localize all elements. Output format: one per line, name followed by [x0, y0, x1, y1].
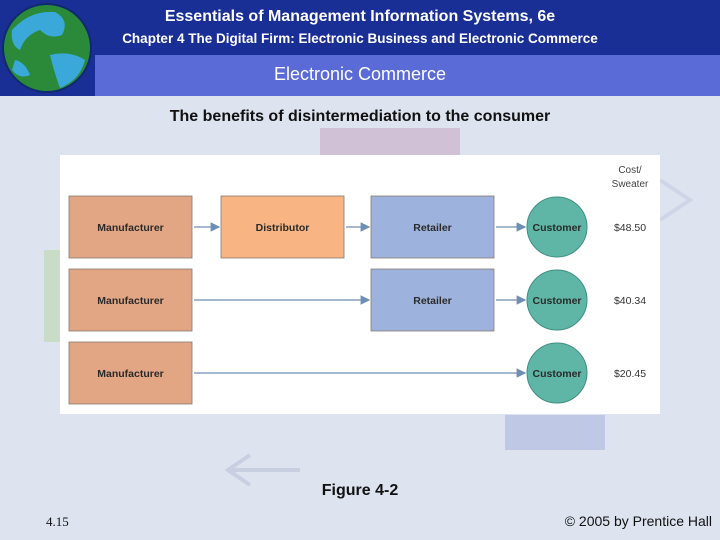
slide-number: 4.15: [46, 514, 69, 530]
cost-header-line2: Sweater: [612, 179, 649, 190]
customer-label: Customer: [532, 222, 581, 234]
manufacturer-label: Manufacturer: [97, 295, 164, 307]
manufacturer-label: Manufacturer: [97, 222, 164, 234]
figure-label: Figure 4-2: [0, 482, 720, 500]
globe-logo: [0, 0, 95, 96]
copyright: © 2005 by Prentice Hall: [565, 513, 712, 529]
customer-label: Customer: [532, 295, 581, 307]
chain-row-3: Manufacturer Customer $20.45: [69, 342, 646, 404]
cost-header-line1: Cost/: [618, 165, 642, 176]
retailer-label: Retailer: [413, 295, 452, 307]
chapter-title: Chapter 4 The Digital Firm: Electronic B…: [95, 31, 625, 46]
section-title: Electronic Commerce: [95, 64, 625, 85]
cost-value: $40.34: [614, 295, 646, 307]
retailer-label: Retailer: [413, 222, 452, 234]
deck-title: Essentials of Management Information Sys…: [95, 8, 625, 26]
manufacturer-label: Manufacturer: [97, 368, 164, 380]
distributor-label: Distributor: [256, 222, 310, 234]
chain-row-2: Manufacturer Retailer Customer $40.34: [69, 269, 646, 331]
cost-value: $48.50: [614, 222, 646, 234]
cost-value: $20.45: [614, 368, 646, 380]
customer-label: Customer: [532, 368, 581, 380]
chain-row-1: Manufacturer Distributor Retailer Customer $…: [69, 196, 646, 258]
slide-caption: The benefits of disintermediation to the…: [0, 108, 720, 126]
